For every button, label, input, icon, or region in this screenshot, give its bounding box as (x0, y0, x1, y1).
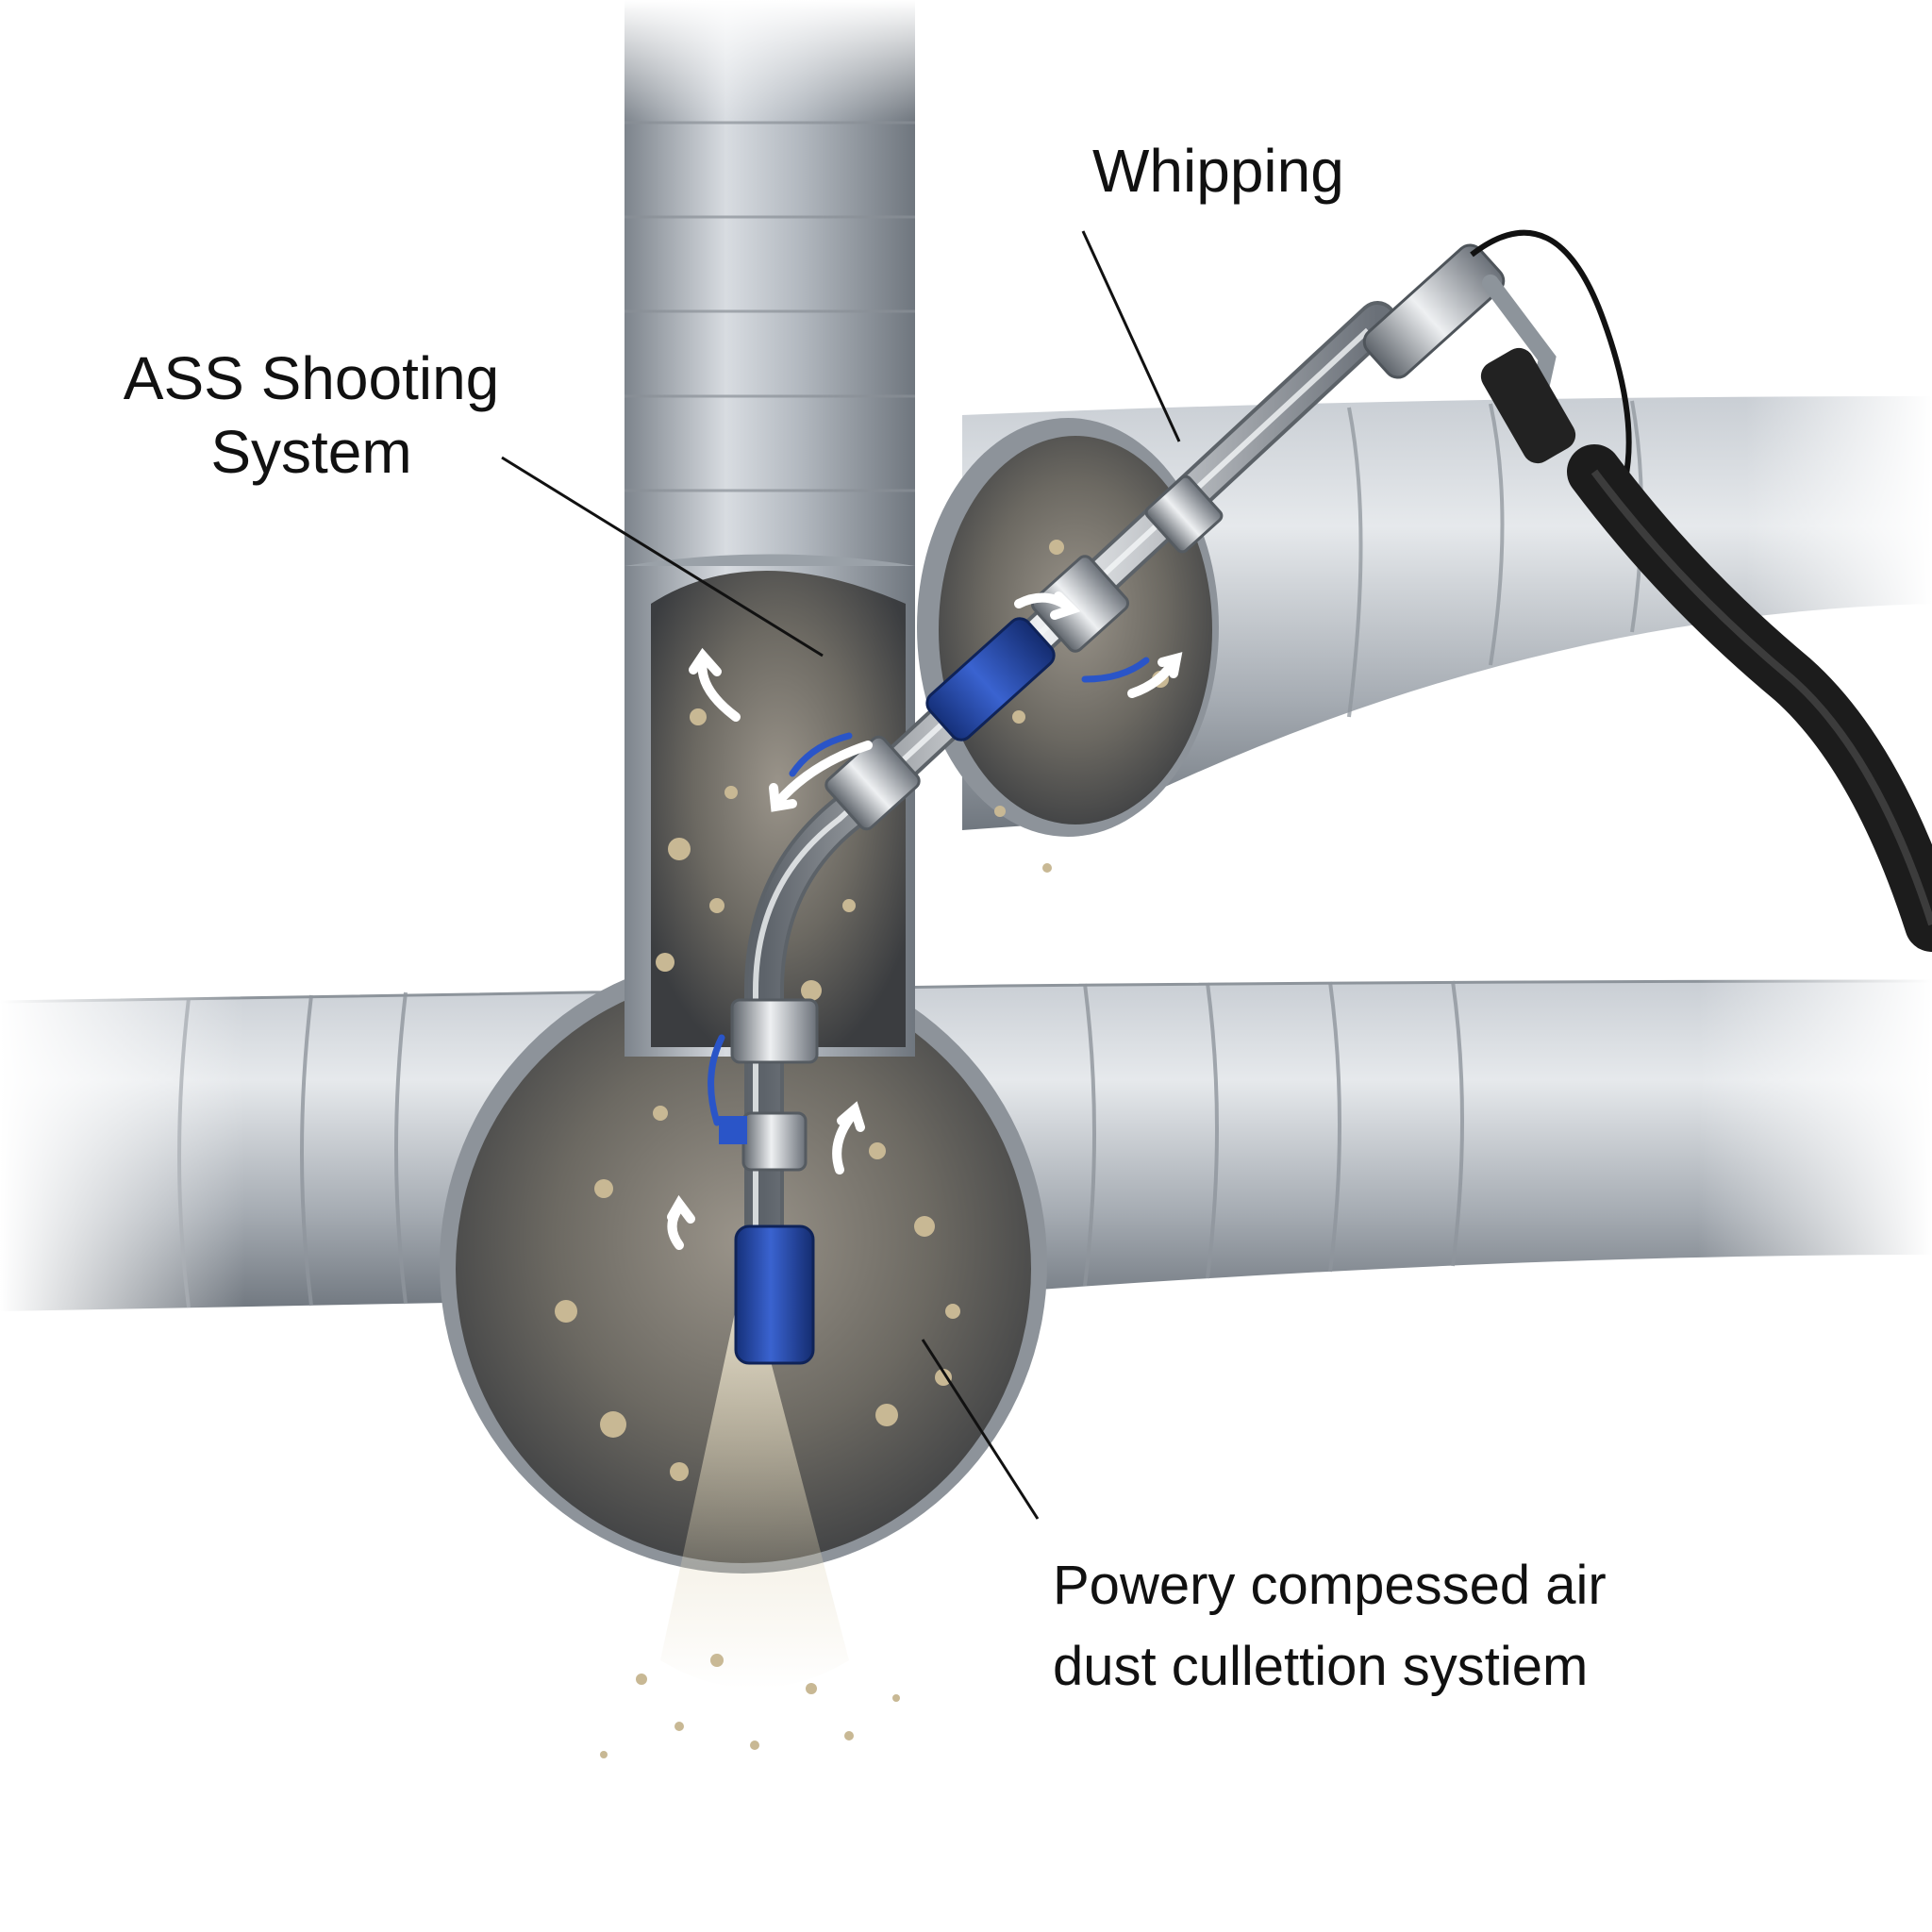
dust-label-line2: dust cullettion systiem (1053, 1636, 1589, 1697)
ass-shooting-system-label: ASS Shooting System (90, 341, 533, 489)
whipping-label: Whipping (1092, 137, 1344, 205)
dust-label-line1: Powery compessed air (1053, 1555, 1607, 1616)
leader-lines (501, 230, 1181, 1520)
dust-collection-label: Powery compessed air dust cullettion sys… (1053, 1545, 1607, 1707)
dust-leader (921, 1339, 1040, 1520)
ass-leader (501, 456, 824, 658)
blue-flow-arrows (708, 657, 1150, 1126)
cleaning-lance (719, 301, 1397, 1365)
lance-handle (1362, 229, 1632, 491)
ass-label-line2: System (210, 418, 412, 486)
whipping-leader (1081, 230, 1181, 442)
airflow-arrows (667, 591, 1183, 1250)
dust-particles (555, 540, 1169, 1758)
ass-label-line1: ASS Shooting (123, 344, 500, 412)
air-spray-cone (660, 1264, 849, 1689)
